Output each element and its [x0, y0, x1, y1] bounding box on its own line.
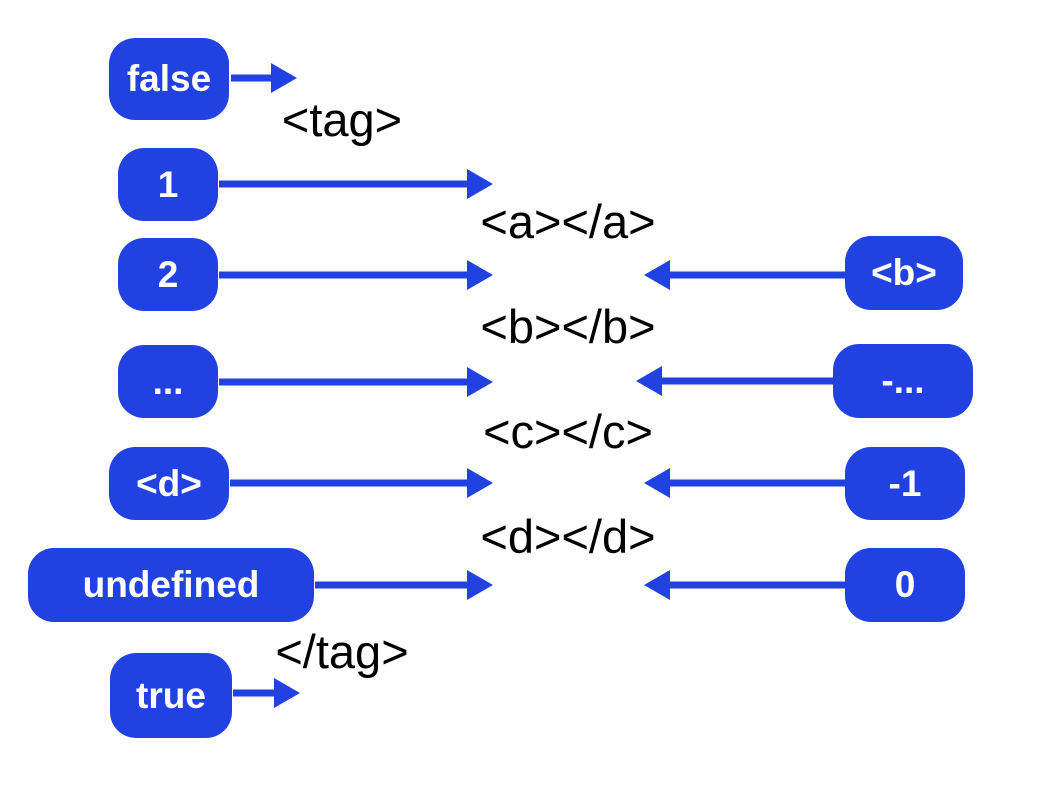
tag-close-label: </tag> — [275, 625, 409, 678]
badge-1-label: 1 — [157, 163, 179, 205]
arrow-line — [666, 479, 845, 487]
badge-0: 0 — [845, 548, 965, 622]
badge-b-tag-label: <b> — [871, 252, 937, 293]
arrow-line — [231, 74, 275, 82]
badge-ellipsis-label: ... — [152, 360, 184, 402]
badge-d-tag-label: <d> — [136, 462, 202, 504]
arrow-head — [644, 468, 670, 498]
arrow-line — [219, 180, 471, 188]
badge-b-tag: <b> — [845, 236, 963, 310]
arrow-head — [467, 367, 493, 397]
arrow-from-true-icon — [233, 678, 300, 708]
arrow-from-false-icon — [231, 63, 297, 93]
tag-c-label: <c></c> — [483, 405, 653, 458]
arrow-line — [315, 581, 471, 589]
badge-undefined-label: undefined — [82, 564, 260, 605]
badge-true: true — [110, 653, 232, 738]
arrow-head — [467, 570, 493, 600]
badge-false-label: false — [126, 58, 212, 99]
arrow-line — [666, 581, 845, 589]
arrow-head — [467, 468, 493, 498]
badge-minus-1-label: -1 — [888, 462, 922, 504]
arrow-from-2-icon — [219, 260, 493, 290]
arrow-line — [219, 271, 471, 279]
tag-a-label: <a></a> — [480, 195, 656, 248]
badge-2: 2 — [118, 238, 218, 311]
badge-d-tag: <d> — [109, 447, 229, 520]
arrow-from-minus-1-icon — [644, 468, 845, 498]
badge-minus-1: -1 — [845, 447, 965, 520]
arrow-head — [636, 366, 662, 396]
arrow-line — [658, 377, 835, 385]
badge-minus-ellipsis: -... — [833, 344, 973, 418]
tag-b-label: <b></b> — [480, 300, 656, 353]
arrow-from-1-icon — [219, 169, 493, 199]
arrow-from-undefined-icon — [315, 570, 493, 600]
tag-open-label: <tag> — [281, 93, 403, 146]
badge-undefined: undefined — [28, 548, 314, 622]
badge-1: 1 — [118, 148, 218, 221]
arrow-head — [271, 63, 297, 93]
badge-2-label: 2 — [157, 253, 179, 295]
arrow-head — [467, 169, 493, 199]
tag-d-label: <d></d> — [480, 510, 656, 563]
arrow-from-b-tag-icon — [644, 260, 845, 290]
badge-minus-ellipsis-label: -... — [881, 360, 925, 401]
arrow-line — [219, 378, 471, 386]
arrow-from-0-icon — [644, 570, 845, 600]
arrow-head — [274, 678, 300, 708]
badge-false: false — [109, 38, 229, 120]
arrow-head — [644, 260, 670, 290]
arrow-head — [644, 570, 670, 600]
badge-true-label: true — [136, 674, 206, 716]
arrow-from-ellipsis-icon — [219, 367, 493, 397]
arrow-line — [230, 479, 471, 487]
arrow-from-d-tag-icon — [230, 468, 493, 498]
badge-ellipsis: ... — [118, 345, 218, 418]
badge-0-label: 0 — [894, 564, 916, 605]
arrow-line — [233, 689, 278, 697]
arrow-head — [467, 260, 493, 290]
arrow-line — [666, 271, 845, 279]
arrow-from-minus-ellipsis-icon — [636, 366, 835, 396]
